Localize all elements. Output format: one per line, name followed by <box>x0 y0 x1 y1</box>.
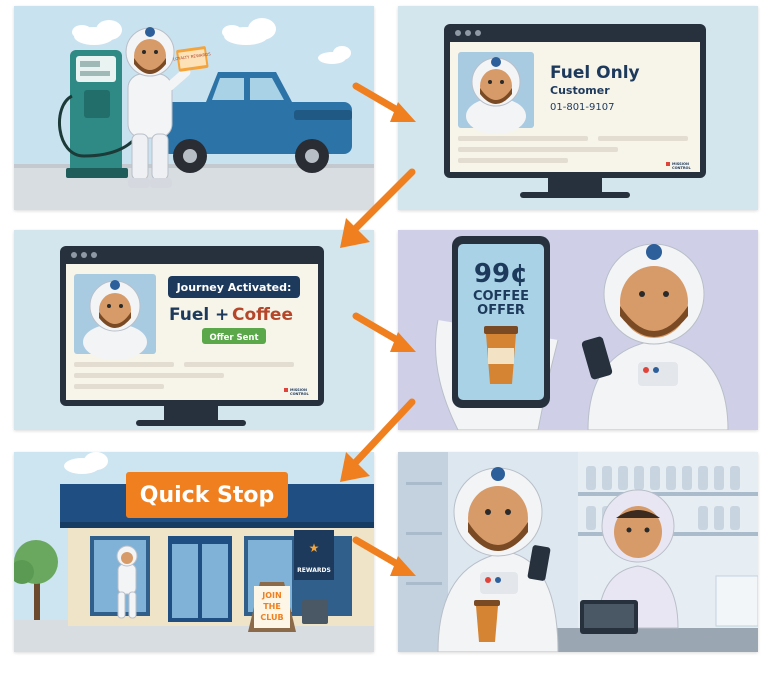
panel-gas-station: LOYALTY REWARDS <box>14 6 374 210</box>
panel-journey-activated-monitor: Journey Activated: Fuel + Coffee Offer S… <box>14 230 374 430</box>
panel-phone-offer: 99¢ COFFEE OFFER <box>398 230 758 430</box>
store-sign-text: Quick Stop <box>140 483 274 508</box>
gas-station-illustration: LOYALTY REWARDS <box>14 6 374 210</box>
offer-line-1: COFFEE <box>473 289 529 304</box>
arrow-right-icon <box>352 536 416 576</box>
fuel-text: Fuel <box>169 305 209 325</box>
sandwich-board <box>248 582 296 632</box>
customer-avatar <box>74 274 156 360</box>
coffee-text: Coffee <box>232 305 293 325</box>
pos-terminal-icon <box>580 600 638 634</box>
astronaut-icon <box>116 545 138 619</box>
coffee-cup-icon <box>484 326 518 384</box>
trash-bin-icon <box>302 600 328 624</box>
mission-control-logo: MISSION CONTROL <box>284 388 310 396</box>
journey-monitor-illustration: Journey Activated: Fuel + Coffee Offer S… <box>14 230 374 430</box>
arrow-right-icon <box>352 82 416 122</box>
smartphone-icon <box>452 236 550 408</box>
offer-price: 99¢ <box>474 259 528 289</box>
arrow-down-left-icon <box>340 168 416 248</box>
star-icon: ★ <box>309 541 320 555</box>
brand-line-1: MISSION <box>672 162 689 166</box>
store-illustration: Quick Stop ★ REWARDS JOIN THE CLUB <box>14 452 374 652</box>
mission-control-logo: MISSION CONTROL <box>666 162 692 170</box>
rewards-label: REWARDS <box>297 567 331 574</box>
brand-line-1: MISSION <box>290 388 307 392</box>
placeholder-lines <box>74 362 294 389</box>
plus-text: + <box>215 305 229 325</box>
offer-sent-badge <box>202 328 266 344</box>
clerk-astronaut-icon <box>597 489 679 629</box>
arrow-down-left-icon <box>340 398 416 482</box>
store-sign <box>126 472 288 518</box>
panel-checkout <box>398 452 758 652</box>
journey-banner <box>168 276 300 298</box>
panel-quick-stop-store: Quick Stop ★ REWARDS JOIN THE CLUB <box>14 452 374 652</box>
customer-subtitle: Customer <box>550 84 610 97</box>
cloud-icon <box>72 18 351 64</box>
customer-avatar <box>458 52 534 134</box>
checkout-illustration <box>398 452 758 652</box>
fuel-only-headline: Fuel Only <box>550 63 640 83</box>
rewards-poster <box>294 530 334 580</box>
checkout-counter <box>548 628 758 652</box>
display-case <box>715 575 758 627</box>
cloud-icon <box>64 452 108 474</box>
sandwich-line-3: CLUB <box>260 613 283 622</box>
customer-phone: 01-801-9107 <box>550 102 614 113</box>
astronaut-icon <box>125 27 191 188</box>
loyalty-card-text: LOYALTY REWARDS <box>173 51 212 61</box>
sandwich-line-2: THE <box>263 602 281 611</box>
coffee-cup-icon <box>474 600 500 642</box>
astronaut-icon <box>581 243 729 430</box>
sandwich-line-1: JOIN <box>261 591 281 600</box>
phone-offer-illustration: 99¢ COFFEE OFFER <box>398 230 758 430</box>
journey-banner-text: Journey Activated: <box>176 281 292 294</box>
placeholder-lines <box>458 136 688 163</box>
offer-line-2: OFFER <box>477 303 525 318</box>
offer-sent-text: Offer Sent <box>209 333 258 343</box>
arrow-right-icon <box>352 312 416 352</box>
brand-line-2: CONTROL <box>672 166 692 170</box>
fuel-pump-icon <box>58 50 144 178</box>
tree-icon <box>14 540 58 622</box>
loyalty-card-icon: LOYALTY REWARDS <box>173 46 212 72</box>
monitor-illustration: Fuel Only Customer 01-801-9107 MISSION C… <box>398 6 758 210</box>
brand-line-2: CONTROL <box>290 392 310 396</box>
panel-fuel-only-monitor: Fuel Only Customer 01-801-9107 MISSION C… <box>398 6 758 210</box>
pickup-truck-icon <box>162 72 352 173</box>
